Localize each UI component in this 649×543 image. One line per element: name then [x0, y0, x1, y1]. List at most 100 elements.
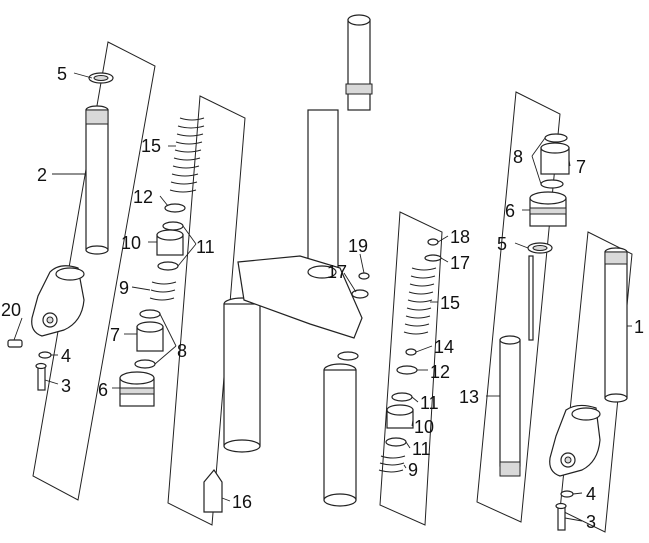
label-5-left: 5 — [57, 64, 67, 84]
label-6-right: 6 — [505, 201, 515, 221]
fork-tube-left — [85, 109, 109, 251]
axle-boss-left-hole — [46, 316, 54, 324]
circlip-left-top — [139, 309, 161, 319]
spring-right — [403, 267, 437, 335]
damper-rod — [528, 255, 534, 341]
callout-labels: 5 2 20 4 3 15 12 10 11 9 7 8 6 16 19 17 … — [1, 64, 644, 532]
label-11-right-top: 11 — [420, 393, 439, 413]
stanchion-left-bottom — [223, 439, 261, 453]
label-7-left: 7 — [110, 325, 120, 345]
stanchion-right-bottom — [323, 493, 357, 507]
fork-tube-right-collar — [604, 251, 628, 265]
spring-left — [169, 117, 205, 193]
label-4-left: 4 — [61, 346, 71, 366]
right-leg-parts — [549, 247, 628, 531]
label-2: 2 — [37, 165, 47, 185]
cap-18 — [427, 238, 439, 246]
guide-bush-left-top — [136, 321, 164, 333]
label-11-left: 11 — [196, 237, 215, 257]
label-3-left: 3 — [61, 376, 71, 396]
label-12-left: 12 — [133, 187, 153, 207]
washer-14 — [405, 348, 417, 356]
fork-slider-left-top — [55, 267, 85, 281]
seal-holder-right-top — [529, 191, 567, 205]
steering-assembly — [237, 14, 373, 507]
right-inner-parts — [378, 238, 442, 473]
stanchion-right — [323, 369, 357, 501]
fork-tube-left-bottom — [85, 245, 109, 255]
o-ring-left-top — [162, 221, 184, 231]
lower-bearing — [337, 351, 359, 361]
fork-tube-left-collar — [85, 109, 109, 125]
label-7-right: 7 — [576, 157, 586, 177]
fork-slider-right-top — [571, 407, 601, 421]
guide-bush-right-top — [540, 142, 570, 154]
dust-seal-left-inner — [93, 75, 109, 81]
leader-lines — [13, 72, 632, 522]
label-10-left: 10 — [121, 233, 141, 253]
bolt-right-head — [555, 502, 567, 510]
seal-holder-left-band — [119, 387, 155, 395]
washer-left — [38, 351, 52, 359]
steering-stem-upper — [347, 19, 371, 111]
right-middle-parts — [499, 133, 570, 477]
label-9-left: 9 — [119, 278, 129, 298]
bolt-left — [37, 365, 46, 391]
bolt-right — [557, 505, 566, 531]
bolt-20 — [7, 339, 23, 348]
label-8-left: 8 — [177, 341, 187, 361]
steering-stem-collar — [345, 83, 373, 95]
stanchion-left — [223, 303, 261, 447]
fork-tube-right-bottom — [604, 393, 628, 403]
damper-body — [499, 339, 521, 467]
label-5-right: 5 — [497, 234, 507, 254]
circlip-right-top — [544, 133, 568, 143]
steering-stem-top — [347, 14, 371, 26]
label-17-center: 17 — [327, 262, 347, 282]
spring-seat-left — [164, 203, 186, 213]
label-3-right: 3 — [586, 512, 596, 532]
label-20: 20 — [1, 300, 21, 320]
spring-seat-12 — [396, 365, 418, 375]
label-13: 13 — [459, 387, 479, 407]
label-11-right-bottom: 11 — [412, 439, 431, 459]
label-10-right: 10 — [414, 417, 434, 437]
dust-seal-right-inner — [532, 245, 548, 251]
label-16: 16 — [232, 492, 252, 512]
bushing-right-top — [386, 404, 414, 416]
label-8-right: 8 — [513, 147, 523, 167]
small-spring-left — [149, 281, 177, 301]
o-ring-right-top — [391, 392, 413, 402]
damper-foot — [499, 461, 521, 477]
label-14: 14 — [434, 337, 454, 357]
bearing-19 — [358, 272, 370, 280]
triple-clamp-boss — [307, 265, 337, 279]
label-15-right: 15 — [440, 293, 460, 313]
label-15-left: 15 — [141, 136, 161, 156]
label-1: 1 — [634, 317, 644, 337]
label-12-right: 12 — [430, 362, 450, 382]
frame-right-inner — [379, 211, 443, 526]
fork-tube-right — [604, 251, 628, 399]
circlip-right-bottom — [540, 179, 564, 189]
label-6-left: 6 — [98, 380, 108, 400]
frame-left-inner — [167, 95, 246, 526]
small-spring-right — [378, 455, 406, 473]
label-4-right: 4 — [586, 484, 596, 504]
bushing-left-top — [156, 229, 184, 241]
seal-holder-right-band — [529, 207, 567, 215]
seal-holder-left-top — [119, 371, 155, 385]
dust-cap-16 — [203, 468, 223, 513]
left-leg-parts — [7, 72, 114, 391]
axle-boss-right-hole — [564, 456, 572, 464]
o-ring-right-bottom — [385, 437, 407, 447]
frame-right-middle — [476, 91, 561, 523]
o-ring-left-bottom — [157, 261, 179, 271]
spring-seat-17 — [424, 254, 442, 262]
bearing-seat-17 — [351, 289, 369, 299]
label-9-right: 9 — [408, 460, 418, 480]
circlip-left-bottom — [134, 359, 156, 369]
label-19: 19 — [348, 236, 368, 256]
label-17-right: 17 — [450, 253, 470, 273]
